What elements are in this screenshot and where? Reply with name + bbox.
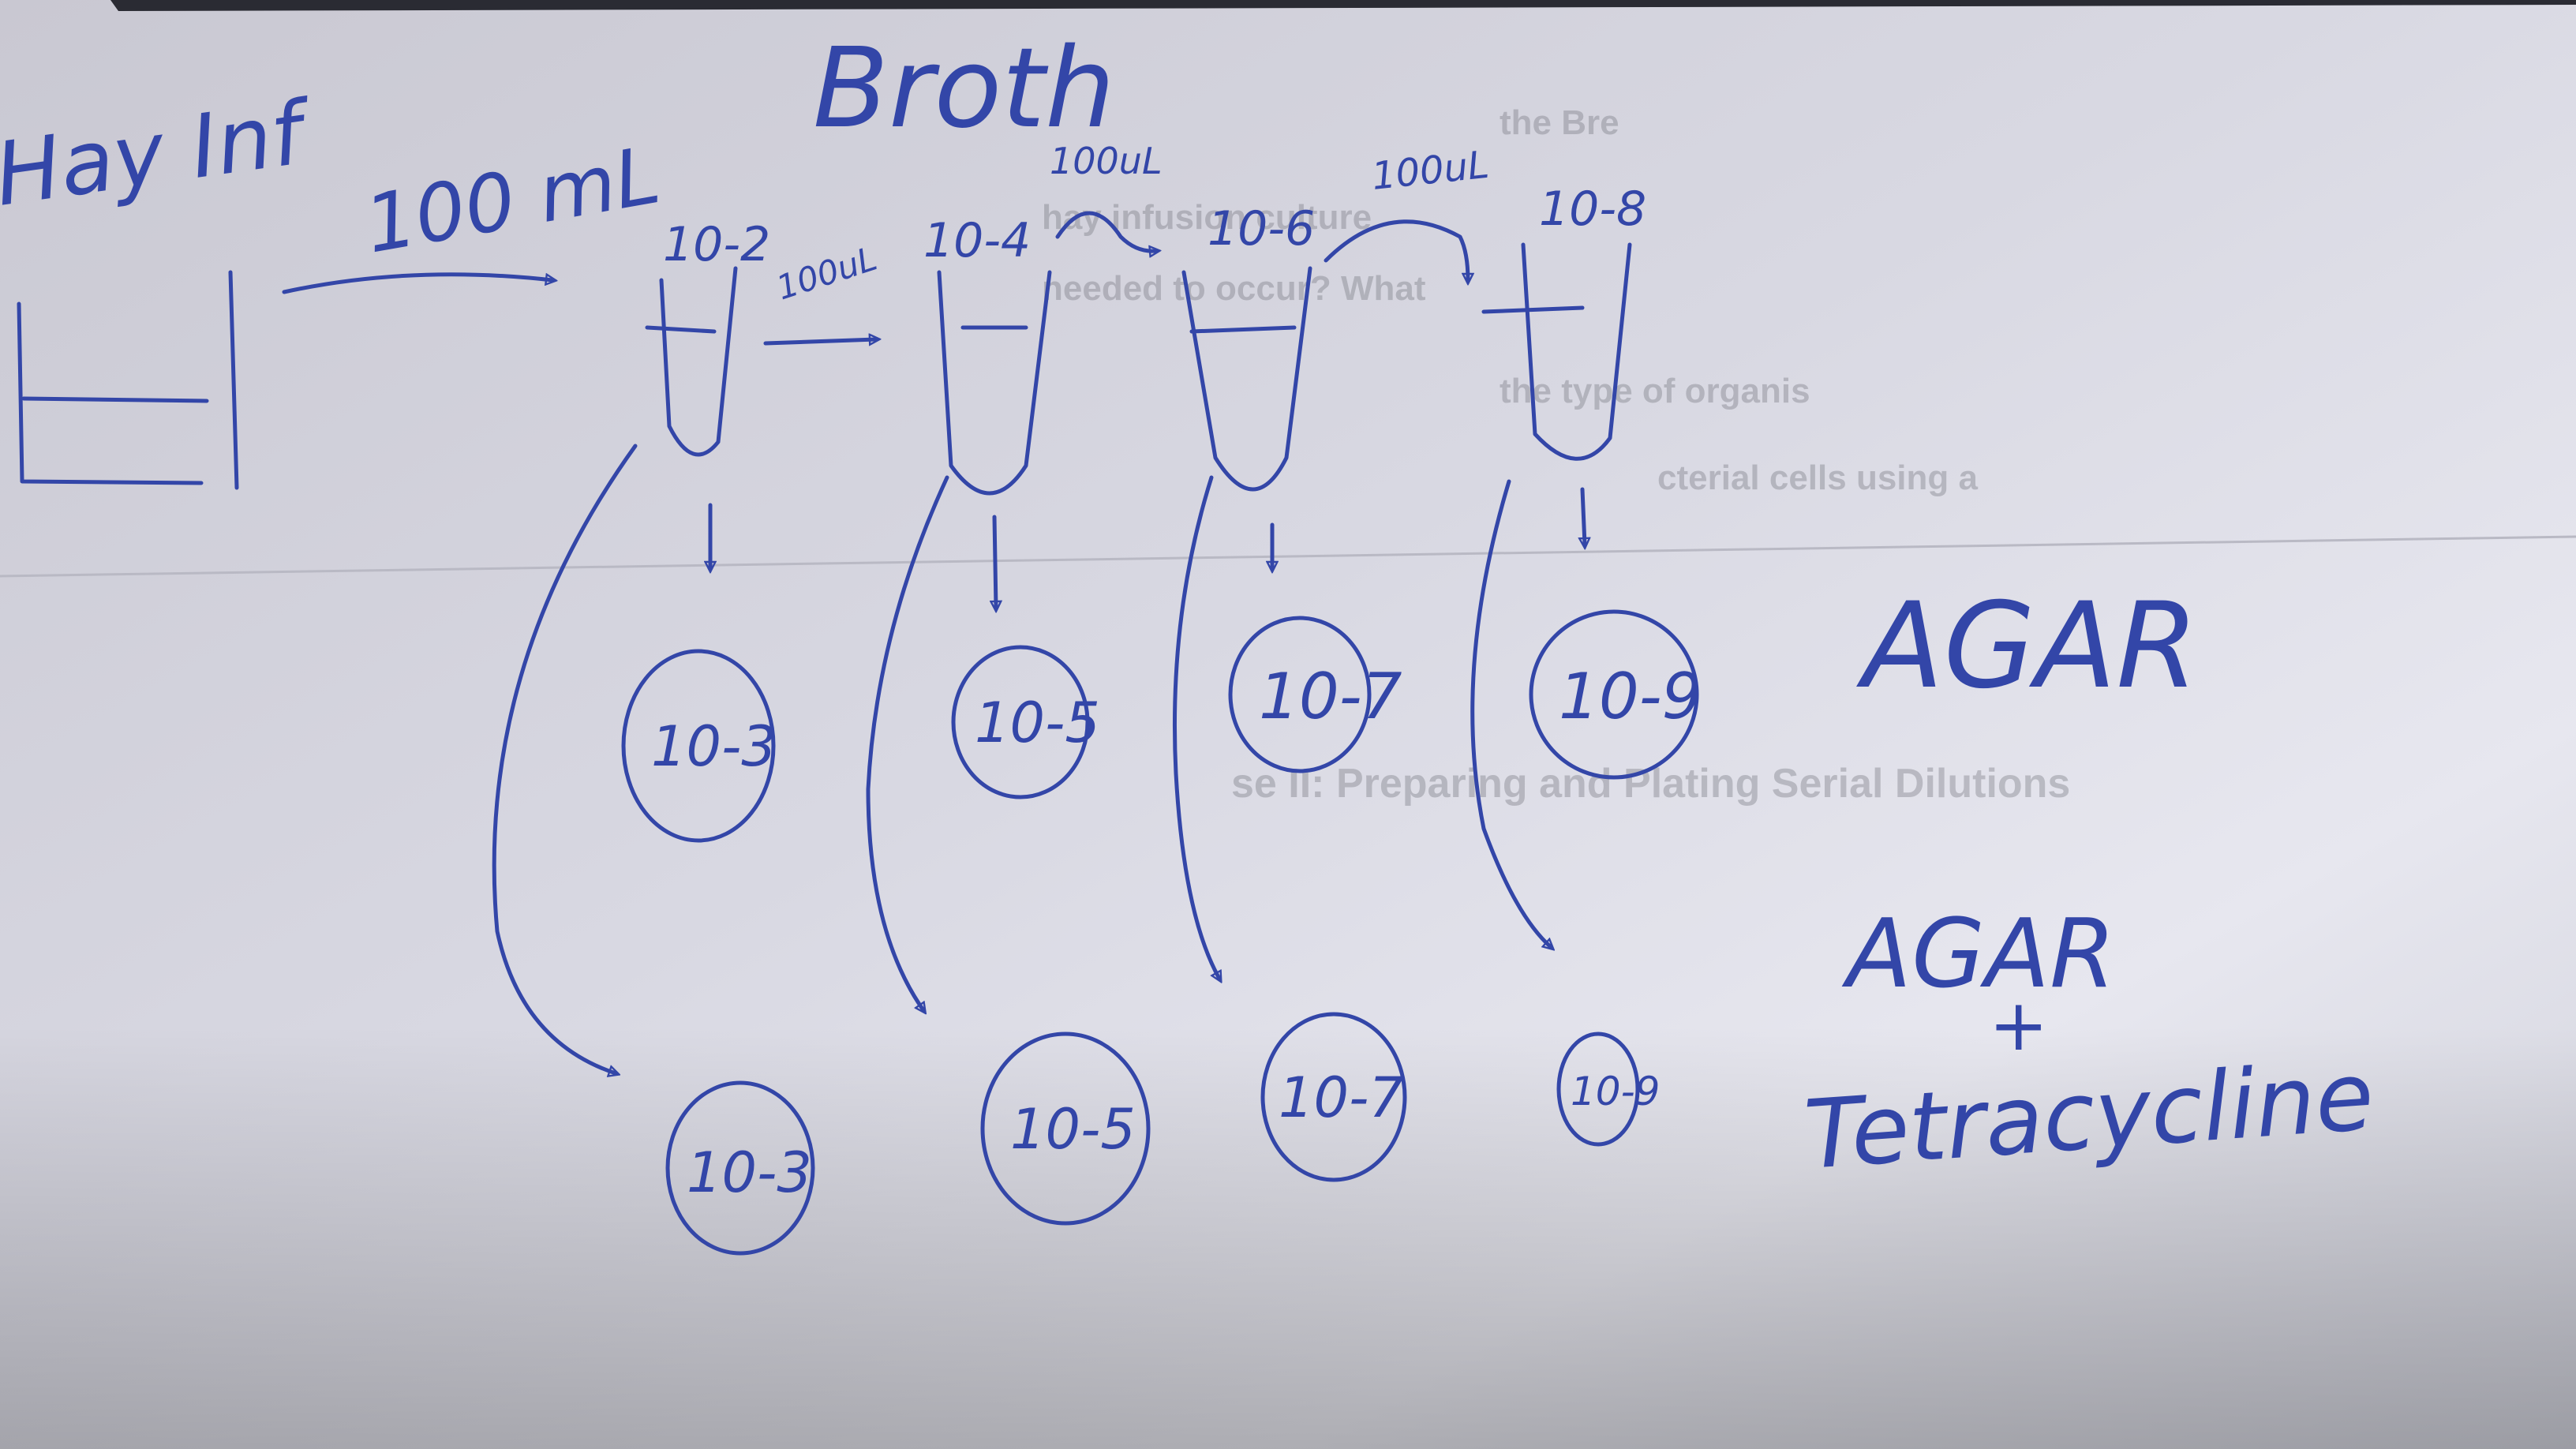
page-fold xyxy=(0,535,2576,578)
agar-plate-2: 10-5 xyxy=(951,645,1100,799)
agar-plate-1: 10-3 xyxy=(621,649,777,843)
svg-text:10-3: 10-3 xyxy=(687,1140,812,1205)
tube-to-tet-arrows xyxy=(492,444,1551,1073)
svg-text:10-6: 10-6 xyxy=(1208,201,1315,256)
svg-text:10-9: 10-9 xyxy=(1571,1069,1660,1114)
svg-text:the type of organis: the type of organis xyxy=(1500,372,1810,410)
top-dark-bar xyxy=(110,0,2576,11)
agar-plate-4: 10-9 xyxy=(1529,609,1702,780)
svg-text:10-7: 10-7 xyxy=(1279,1065,1404,1130)
agar-row-label: AGAR xyxy=(1856,578,2199,715)
tube-10-4: 10-4 xyxy=(923,213,1052,496)
svg-text:+: + xyxy=(1989,984,2048,1067)
tet-plate-4: 10-9 xyxy=(1556,1032,1660,1147)
svg-text:10-5: 10-5 xyxy=(975,691,1100,755)
tube-10-8: 10-8 xyxy=(1481,182,1646,461)
tet-plate-3: 10-7 xyxy=(1260,1012,1407,1182)
svg-text:10-2: 10-2 xyxy=(663,217,770,272)
svg-text:10-5: 10-5 xyxy=(1010,1097,1136,1162)
svg-text:hay infusion culture: hay infusion culture xyxy=(1042,198,1372,237)
tet-plate-1: 10-3 xyxy=(665,1080,815,1256)
svg-text:10-9: 10-9 xyxy=(1559,660,1702,733)
svg-text:cterial cells using a: cterial cells using a xyxy=(1657,459,1978,497)
svg-text:AGAR: AGAR xyxy=(1841,900,2116,1009)
agar-plate-3: 10-7 xyxy=(1228,616,1402,773)
svg-text:needed to occur? What: needed to occur? What xyxy=(1042,269,1426,308)
svg-text:10-4: 10-4 xyxy=(923,213,1031,268)
tube-10-2: 10-2 xyxy=(645,217,770,457)
tet-plate-2: 10-5 xyxy=(980,1032,1151,1226)
svg-text:10-8: 10-8 xyxy=(1539,182,1646,237)
tube-to-agar-arrows xyxy=(710,487,1585,608)
tube-10-6: 10-6 xyxy=(1181,201,1315,492)
svg-text:100uL: 100uL xyxy=(1050,140,1163,182)
svg-text:the Bre: the Bre xyxy=(1500,103,1619,142)
bottom-shadow xyxy=(0,1026,2576,1449)
broth-label: Broth xyxy=(813,24,1115,153)
svg-text:10-3: 10-3 xyxy=(651,714,777,779)
svg-text:10-7: 10-7 xyxy=(1259,660,1402,733)
tube-transfer-2: 100uL xyxy=(1050,140,1163,251)
background-print: se II: Preparing and Plating Serial Dilu… xyxy=(1042,103,2070,807)
